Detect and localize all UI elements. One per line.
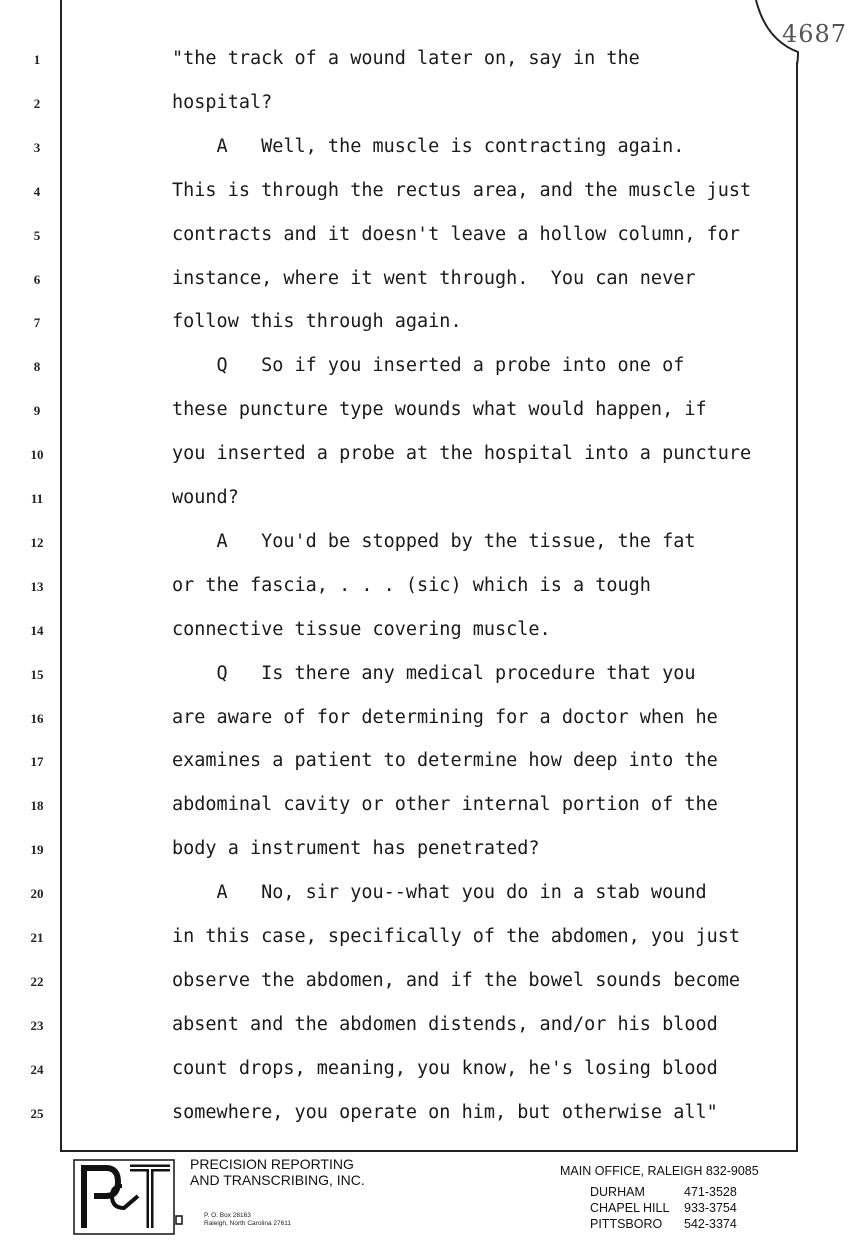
line-number: 13 (30, 579, 44, 594)
line-number: 11 (30, 491, 44, 506)
transcript-line: Q So if you inserted a probe into one of (172, 355, 685, 376)
line-number: 5 (33, 228, 41, 243)
company-logo (73, 1159, 183, 1235)
line-number: 20 (30, 886, 44, 901)
transcript-line: or the fascia, . . . (sic) which is a to… (172, 575, 651, 596)
line-number: 14 (30, 623, 44, 638)
line-number: 8 (33, 359, 41, 374)
transcript-line: absent and the abdomen distends, and/or … (172, 1014, 718, 1035)
transcript-line: observe the abdomen, and if the bowel so… (172, 970, 741, 991)
line-number: 6 (33, 272, 41, 287)
line-number: 25 (30, 1106, 44, 1121)
line-number: 24 (30, 1062, 44, 1077)
transcript-line: Q Is there any medical procedure that yo… (172, 663, 696, 684)
transcript-line: wound? (172, 487, 239, 508)
line-number: 18 (30, 798, 44, 813)
line-number: 9 (33, 403, 41, 418)
line-number: 1 (33, 52, 41, 67)
line-number: 19 (30, 842, 44, 857)
transcript-line: in this case, specifically of the abdome… (172, 926, 741, 947)
office-phone: 933-3754 (684, 1201, 737, 1215)
right-margin-rule (796, 62, 798, 1150)
transcript-line: these puncture type wounds what would ha… (172, 399, 707, 420)
office-city: PITTSBORO (590, 1217, 663, 1231)
transcript-line: somewhere, you operate on him, but other… (172, 1102, 718, 1123)
line-number: 4 (33, 184, 41, 199)
transcript-line: follow this through again. (172, 311, 462, 332)
line-number: 2 (33, 96, 41, 111)
line-number: 17 (30, 754, 44, 769)
line-number: 22 (30, 974, 44, 989)
company-name-line2: AND TRANSCRIBING, INC. (190, 1172, 365, 1188)
transcript-line: are aware of for determining for a docto… (172, 707, 718, 728)
transcript-line: instance, where it went through. You can… (172, 268, 696, 289)
transcript-line: A No, sir you--what you do in a stab wou… (172, 882, 707, 903)
line-number: 10 (30, 447, 44, 462)
office-phone: 542-3374 (684, 1217, 737, 1231)
page-corner-curve (755, 0, 800, 65)
line-number: 7 (33, 315, 41, 330)
line-number: 3 (33, 140, 41, 155)
line-number: 15 (30, 667, 44, 682)
transcript-line: body a instrument has penetrated? (172, 838, 540, 859)
address-line1: P. O. Box 28163 (204, 1212, 251, 1219)
transcript-line: hospital? (172, 92, 273, 113)
bottom-margin-rule (60, 1150, 798, 1152)
line-number: 16 (30, 711, 44, 726)
company-address: P. O. Box 28163 Raleigh, North Carolina … (204, 1212, 291, 1228)
transcript-line: connective tissue covering muscle. (172, 619, 551, 640)
page-number: 4687 (782, 20, 848, 48)
line-number: 12 (30, 535, 44, 550)
transcript-line: This is through the rectus area, and the… (172, 180, 752, 201)
company-name-line1: PRECISION REPORTING (190, 1156, 354, 1172)
transcript-line: "the track of a wound later on, say in t… (172, 48, 640, 69)
transcript-line: count drops, meaning, you know, he's los… (172, 1058, 718, 1079)
company-name: PRECISION REPORTING AND TRANSCRIBING, IN… (190, 1156, 365, 1188)
left-margin-rule (60, 0, 62, 1150)
transcript-line: contracts and it doesn't leave a hollow … (172, 224, 741, 245)
office-city: DURHAM (590, 1185, 645, 1199)
main-office: MAIN OFFICE, RALEIGH 832-9085 (560, 1164, 759, 1178)
transcript-line: you inserted a probe at the hospital int… (172, 443, 752, 464)
transcript-line: abdominal cavity or other internal porti… (172, 794, 718, 815)
address-line2: Raleigh, North Carolina 27611 (204, 1220, 291, 1227)
office-phone: 471-3528 (684, 1185, 737, 1199)
line-number: 21 (30, 930, 44, 945)
transcript-line: A You'd be stopped by the tissue, the fa… (172, 531, 696, 552)
office-city: CHAPEL HILL (590, 1201, 670, 1215)
transcript-line: A Well, the muscle is contracting again. (172, 136, 685, 157)
transcript-line: examines a patient to determine how deep… (172, 750, 718, 771)
line-number: 23 (30, 1018, 44, 1033)
